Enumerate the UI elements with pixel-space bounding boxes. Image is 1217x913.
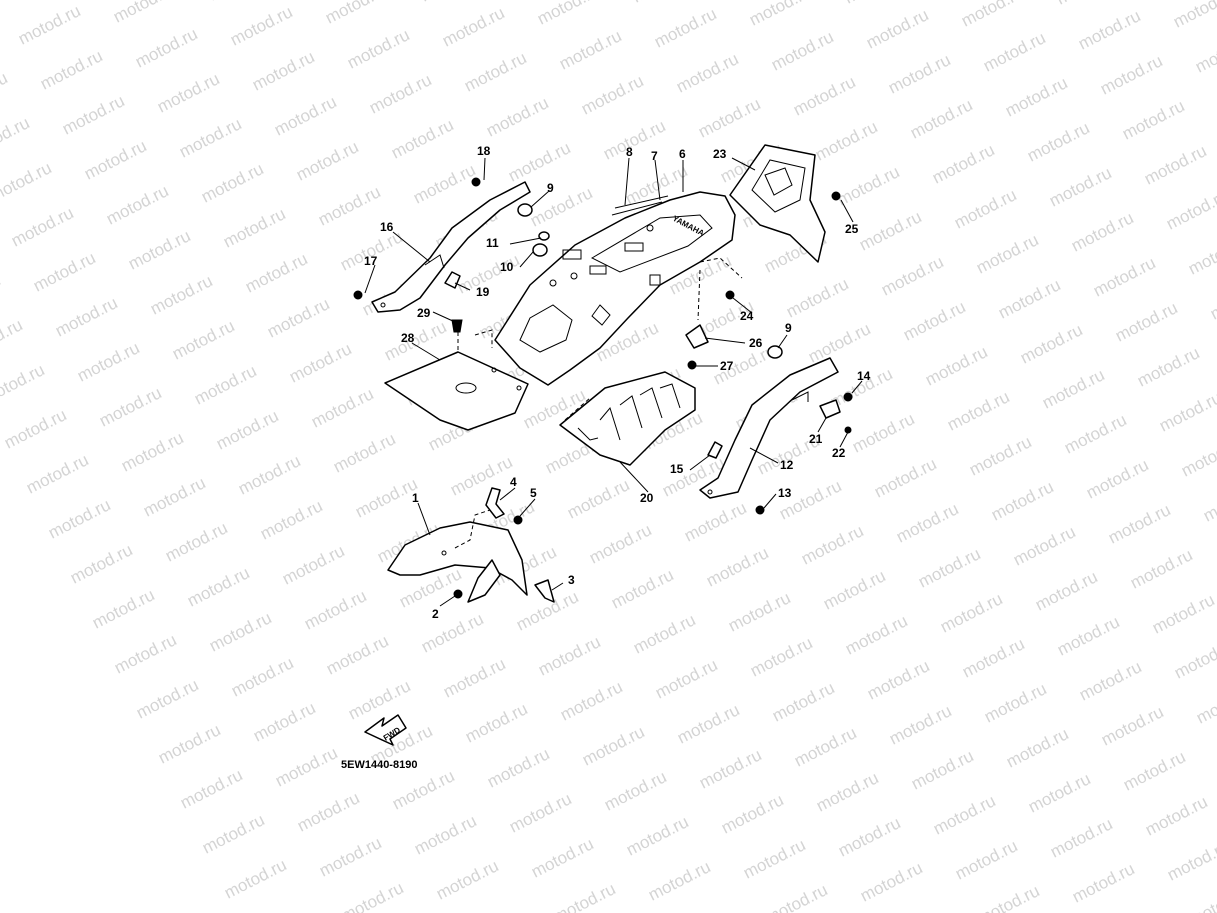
leader-lines <box>364 157 863 607</box>
callout-1: 1 <box>412 491 419 505</box>
part-12-right-rail <box>699 357 839 499</box>
callout-29: 29 <box>417 306 431 320</box>
callout-3: 3 <box>568 573 575 587</box>
callout-27: 27 <box>720 359 734 373</box>
callout-15: 15 <box>670 462 684 476</box>
callout-8: 8 <box>626 145 633 159</box>
callout-21: 21 <box>809 432 823 446</box>
callout-26: 26 <box>749 336 763 350</box>
callout-2: 2 <box>432 607 439 621</box>
part-code: 5EW1440-8190 <box>341 759 417 771</box>
callout-12: 12 <box>780 458 794 472</box>
callout-28: 28 <box>401 331 415 345</box>
callout-labels: 1 2 3 4 5 6 7 8 9 9 10 11 12 13 14 15 16… <box>364 144 871 621</box>
callout-25: 25 <box>845 222 859 236</box>
callout-23: 23 <box>713 147 727 161</box>
callout-7: 7 <box>651 149 658 163</box>
callout-20: 20 <box>640 491 654 505</box>
part-20-inner-guard <box>559 371 696 466</box>
fwd-arrow-icon: FWD <box>364 714 407 746</box>
callout-9b: 9 <box>785 321 792 335</box>
hardware-parts <box>353 177 853 599</box>
callout-6: 6 <box>679 147 686 161</box>
callout-5: 5 <box>530 486 537 500</box>
callout-18: 18 <box>477 144 491 158</box>
callout-4: 4 <box>510 475 517 489</box>
part-16-left-rail <box>371 181 531 313</box>
part-28-plate <box>384 325 529 431</box>
callout-10: 10 <box>500 260 514 274</box>
callout-13: 13 <box>778 486 792 500</box>
callout-11: 11 <box>486 236 499 250</box>
callout-24: 24 <box>740 309 754 323</box>
part-6-rear-fender: YAMAHA <box>494 191 736 386</box>
callout-14: 14 <box>857 369 871 383</box>
callout-17: 17 <box>364 254 378 268</box>
callout-16: 16 <box>380 220 394 234</box>
callout-19: 19 <box>476 285 490 299</box>
callout-9a: 9 <box>547 181 554 195</box>
part-1-front-fender <box>387 509 555 603</box>
part-23-tail-light <box>697 144 826 321</box>
callout-22: 22 <box>832 446 846 460</box>
